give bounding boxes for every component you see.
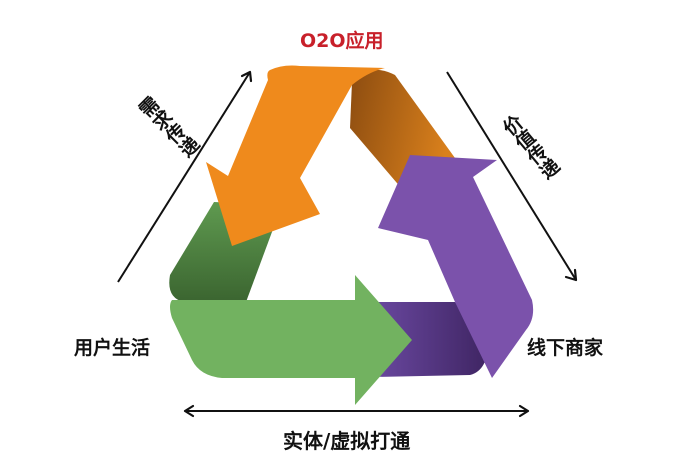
node-o2o-application: O2O应用 <box>300 30 384 52</box>
node-user-life: 用户生活 <box>74 337 151 359</box>
value-transfer-arrow <box>446 71 578 282</box>
node-offline-merchant: 线下商家 <box>527 337 604 359</box>
green-arrow <box>170 275 412 405</box>
purple-band-back <box>372 302 489 377</box>
edge-label-offline-online: 实体/虚拟打通 <box>283 429 411 453</box>
offline-online-arrow <box>183 404 530 418</box>
orange-arrow <box>206 65 385 246</box>
purple-arrow <box>378 155 534 378</box>
demand-transfer-arrow <box>117 70 253 283</box>
